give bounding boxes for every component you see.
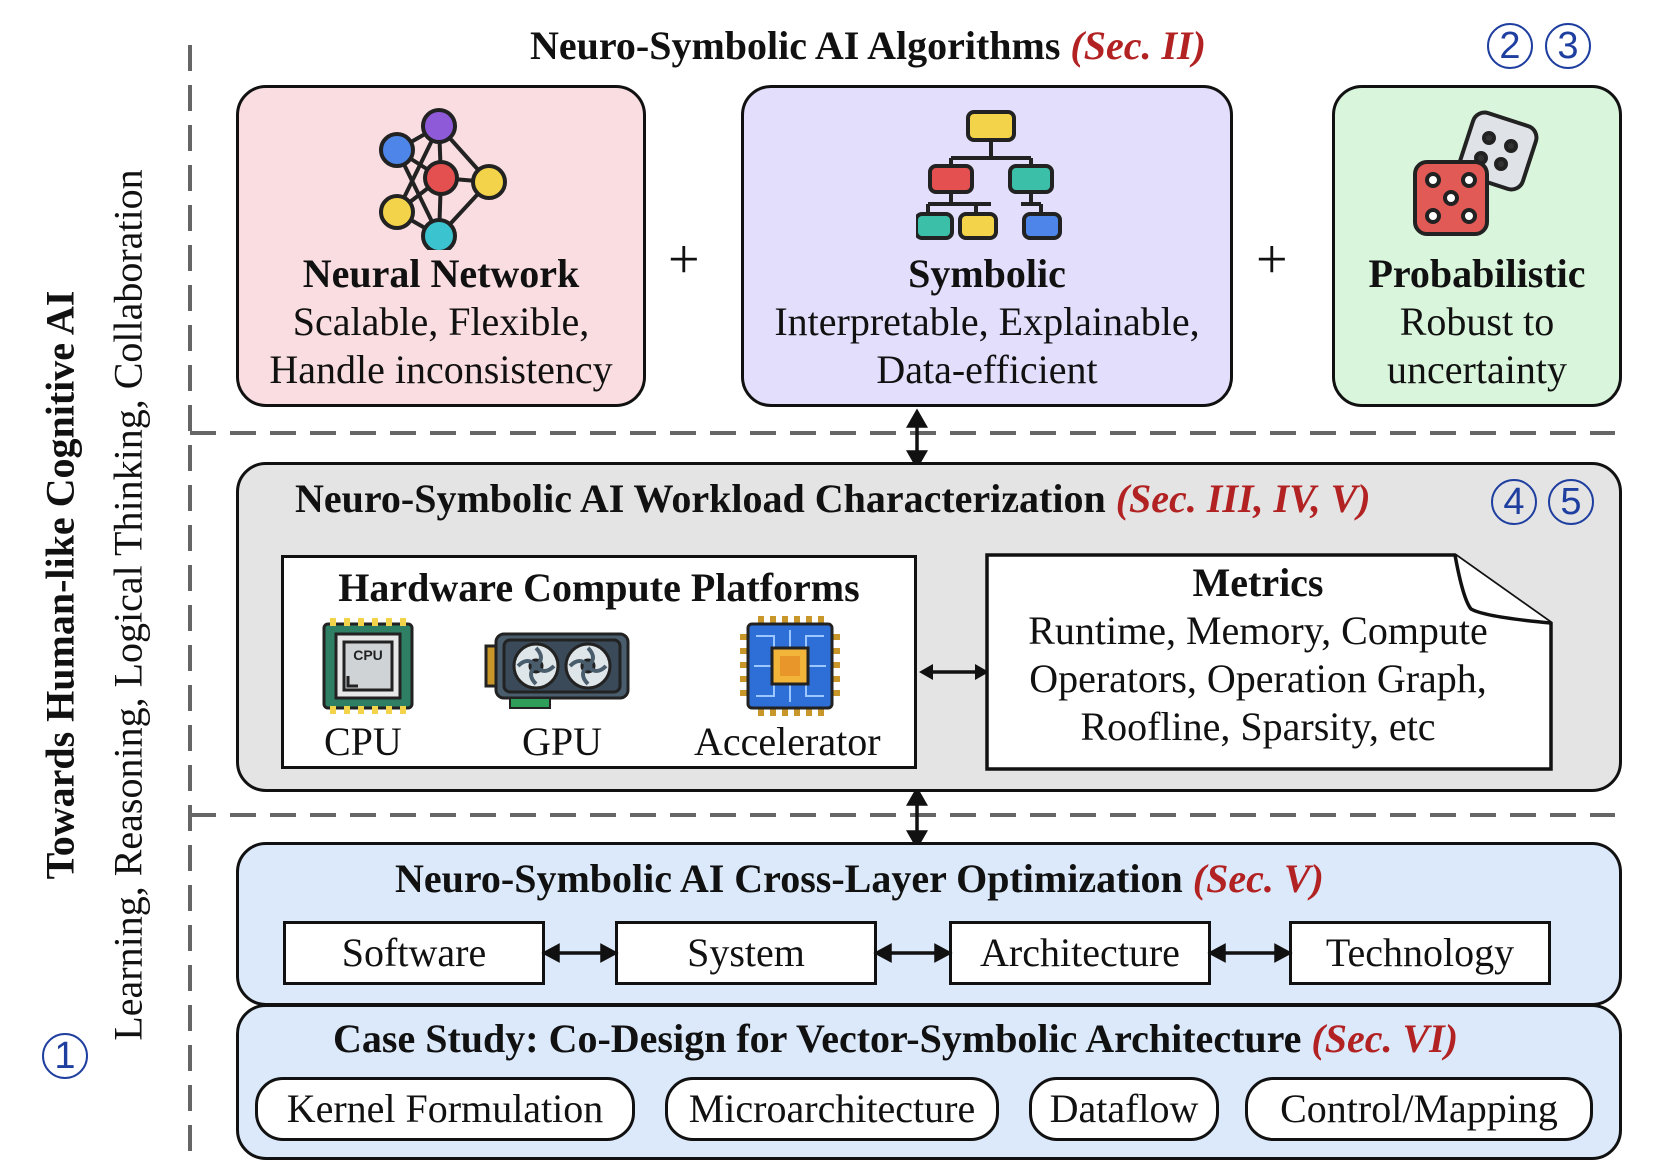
- optimization-box: Neuro-Symbolic AI Cross-Layer Optimizati…: [236, 842, 1622, 1006]
- dice-icon: [1413, 110, 1539, 236]
- probabilistic-line2: uncertainty: [1387, 347, 1567, 392]
- case-study-sec: (Sec. VI): [1311, 1016, 1459, 1061]
- workload-title-row: Neuro-Symbolic AI Workload Characterizat…: [295, 475, 1371, 522]
- layer-system: System: [615, 921, 877, 985]
- case-item-control-mapping: Control/Mapping: [1245, 1077, 1593, 1141]
- hardware-metrics-arrow: [919, 664, 989, 680]
- cpu-icon: CPU: [322, 618, 414, 714]
- optimization-title-row: Neuro-Symbolic AI Cross-Layer Optimizati…: [395, 855, 1324, 902]
- layer-arrows: [541, 943, 1293, 963]
- connector-arrow-workload-optimization: [905, 786, 929, 850]
- workload-title: Neuro-Symbolic AI Workload Characterizat…: [295, 476, 1106, 521]
- neural-network-box: Neural Network Scalable, Flexible, Handl…: [236, 85, 646, 407]
- cpu-chip-text: CPU: [353, 647, 383, 663]
- optimization-sec: (Sec. V): [1192, 856, 1324, 901]
- badge-3: 3: [1545, 23, 1591, 69]
- hardware-platforms-box: Hardware Compute Platforms CPU CPU: [281, 555, 917, 769]
- gpu-label: GPU: [522, 719, 603, 764]
- neural-network-line1: Scalable, Flexible,: [292, 299, 590, 344]
- symbolic-name: Symbolic: [908, 251, 1066, 296]
- badge-5: 5: [1548, 479, 1594, 525]
- case-item-microarchitecture: Microarchitecture: [665, 1077, 999, 1141]
- badge-2: 2: [1487, 23, 1533, 69]
- metrics-line2: Operators, Operation Graph,: [1029, 656, 1487, 701]
- accelerator-icon: [740, 616, 840, 716]
- side-subtitle: Learning, Reasoning, Logical Thinking, C…: [105, 169, 151, 1041]
- metrics-line3: Roofline, Sparsity, etc: [1080, 704, 1436, 749]
- badge-1: 1: [42, 1033, 88, 1079]
- optimization-title: Neuro-Symbolic AI Cross-Layer Optimizati…: [395, 856, 1183, 901]
- plus-sign-1: +: [668, 229, 700, 291]
- metrics-line1: Runtime, Memory, Compute: [1028, 608, 1488, 653]
- hardware-platforms-title: Hardware Compute Platforms: [338, 565, 860, 610]
- algorithms-title-row: Neuro-Symbolic AI Algorithms (Sec. II): [530, 22, 1206, 69]
- probabilistic-line1: Robust to: [1399, 299, 1555, 344]
- case-item-kernel-formulation: Kernel Formulation: [255, 1077, 635, 1141]
- neural-network-line2: Handle inconsistency: [269, 347, 613, 392]
- symbolic-line2: Data-efficient: [876, 347, 1098, 392]
- layer-software: Software: [283, 921, 545, 985]
- algorithms-sec: (Sec. II): [1070, 23, 1206, 68]
- neural-network-name: Neural Network: [302, 251, 580, 296]
- accelerator-label: Accelerator: [694, 719, 881, 764]
- hierarchy-tree-icon: [916, 110, 1062, 240]
- probabilistic-name: Probabilistic: [1368, 251, 1586, 296]
- neural-network-icon: [379, 108, 507, 250]
- case-study-title: Case Study: Co-Design for Vector-Symboli…: [333, 1016, 1302, 1061]
- connector-arrow-algorithms-workload: [905, 408, 929, 470]
- metrics-document-shape: [985, 553, 1553, 771]
- side-title: Towards Human-like Cognitive AI: [37, 290, 83, 880]
- symbolic-box: Symbolic Interpretable, Explainable, Dat…: [741, 85, 1233, 407]
- case-study-box: Case Study: Co-Design for Vector-Symboli…: [236, 1004, 1622, 1160]
- cpu-label: CPU: [324, 719, 402, 764]
- plus-sign-2: +: [1256, 229, 1288, 291]
- case-study-title-row: Case Study: Co-Design for Vector-Symboli…: [333, 1015, 1458, 1062]
- case-item-dataflow: Dataflow: [1029, 1077, 1219, 1141]
- layer-technology: Technology: [1289, 921, 1551, 985]
- gpu-icon: [484, 632, 630, 709]
- algorithms-title: Neuro-Symbolic AI Algorithms: [530, 23, 1061, 68]
- metrics-title: Metrics: [1192, 560, 1324, 605]
- layer-architecture: Architecture: [949, 921, 1211, 985]
- workload-sec: (Sec. III, IV, V): [1115, 476, 1371, 521]
- badge-4: 4: [1491, 479, 1537, 525]
- workload-box: Neuro-Symbolic AI Workload Characterizat…: [236, 462, 1622, 792]
- probabilistic-box: Probabilistic Robust to uncertainty: [1332, 85, 1622, 407]
- symbolic-line1: Interpretable, Explainable,: [774, 299, 1200, 344]
- metrics-text: Metrics Runtime, Memory, Compute Operato…: [985, 559, 1531, 751]
